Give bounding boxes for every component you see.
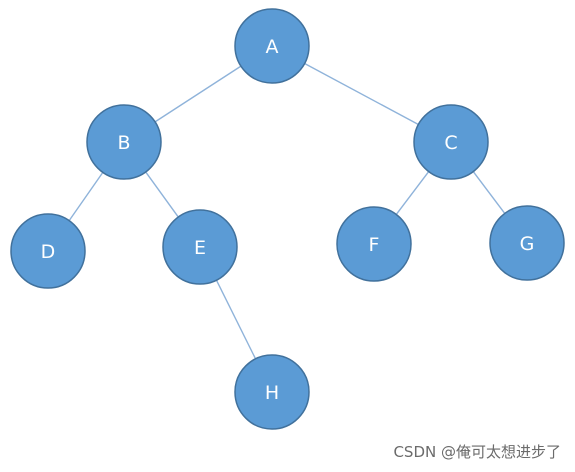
edge-c-g	[472, 171, 506, 214]
node-circle-g	[489, 205, 565, 281]
edge-a-c	[304, 62, 419, 126]
node-label-h: H	[265, 382, 279, 404]
edge-a-b	[154, 65, 242, 123]
node-b: B	[86, 104, 162, 180]
node-circle-h	[234, 354, 310, 430]
node-f: F	[336, 206, 412, 282]
node-label-f: F	[369, 234, 380, 256]
csdn-watermark: CSDN @俺可太想进步了	[393, 443, 561, 461]
edge-c-f	[395, 171, 430, 215]
node-c: C	[413, 104, 489, 180]
tree-edges	[68, 62, 506, 360]
node-label-a: A	[266, 36, 279, 58]
node-label-d: D	[41, 241, 56, 263]
node-a: A	[234, 8, 310, 84]
node-circle-c	[413, 104, 489, 180]
node-g: G	[489, 205, 565, 281]
node-label-e: E	[194, 237, 206, 259]
node-circle-b	[86, 104, 162, 180]
node-circle-a	[234, 8, 310, 84]
node-e: E	[162, 209, 238, 285]
node-h: H	[234, 354, 310, 430]
edge-e-h	[215, 279, 257, 360]
node-label-g: G	[520, 233, 535, 255]
node-label-c: C	[444, 132, 457, 154]
node-label-b: B	[117, 132, 130, 154]
node-d: D	[10, 213, 86, 289]
node-circle-e	[162, 209, 238, 285]
node-circle-f	[336, 206, 412, 282]
edge-b-e	[145, 171, 179, 218]
tree-nodes: A B C D E F G H	[10, 8, 565, 430]
node-circle-d	[10, 213, 86, 289]
edge-b-d	[68, 171, 104, 222]
